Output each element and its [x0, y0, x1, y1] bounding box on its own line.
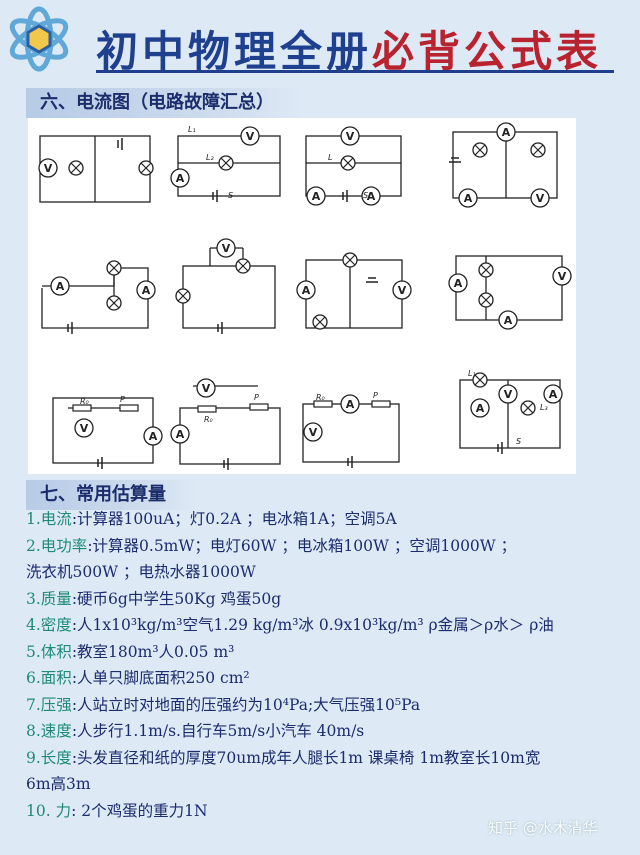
- svg-text:R₀: R₀: [80, 397, 90, 406]
- svg-text:R₀: R₀: [316, 393, 326, 402]
- estimate-number: 10.: [26, 801, 51, 820]
- estimate-row: 8.速度:人步行1.1m/s.自行车5m/s小汽车 40m/s: [26, 718, 626, 745]
- svg-text:L₁: L₁: [468, 369, 476, 378]
- estimate-key: 长度: [40, 748, 72, 767]
- svg-text:A: A: [464, 192, 473, 205]
- svg-text:A: A: [312, 190, 321, 203]
- svg-text:V: V: [504, 388, 513, 401]
- circuit-diagrams: V A V V A A A A V A A V A V A V A V A V …: [38, 122, 572, 470]
- page-title: 初中物理全册必背公式表: [96, 18, 602, 79]
- svg-text:A: A: [56, 280, 65, 293]
- svg-text:V: V: [222, 242, 231, 255]
- svg-text:P: P: [254, 393, 259, 402]
- svg-text:V: V: [398, 284, 407, 297]
- estimate-text: :教室180m³人0.05 m³: [71, 642, 235, 661]
- section-7-heading: 七、常用估算量: [26, 480, 196, 510]
- estimate-number: 7.: [26, 695, 41, 714]
- estimate-text: 6m高3m: [26, 775, 91, 793]
- estimate-key: 密度: [40, 616, 72, 634]
- svg-text:S: S: [228, 191, 233, 200]
- svg-text:A: A: [549, 388, 558, 401]
- estimate-key: 体积: [40, 642, 72, 661]
- svg-text:L₁: L₁: [188, 125, 196, 134]
- estimate-key: 速度: [40, 722, 72, 740]
- svg-text:A: A: [176, 172, 185, 185]
- estimate-key: 电流: [40, 510, 72, 528]
- estimate-row: 3.质量:硬币6g中学生50Kg 鸡蛋50g: [26, 586, 626, 613]
- estimate-text: :硬币6g中学生50Kg 鸡蛋50g: [71, 589, 282, 608]
- svg-text:L₃: L₃: [540, 403, 548, 412]
- estimate-text: 洗衣机500W ；电热水器1000W: [26, 563, 256, 581]
- estimate-text: : 2个鸡蛋的重力1N: [71, 801, 208, 820]
- estimate-row: 洗衣机500W ；电热水器1000W: [26, 559, 626, 586]
- svg-text:V: V: [202, 382, 211, 395]
- estimate-number: 4.: [26, 616, 41, 634]
- title-bar: 初中物理全册必背公式表: [0, 0, 640, 78]
- svg-text:A: A: [176, 428, 185, 441]
- estimate-key: 力: [50, 801, 72, 820]
- atom-logo-icon: [9, 6, 69, 72]
- svg-text:V: V: [44, 162, 53, 175]
- svg-text:V: V: [536, 192, 545, 205]
- svg-text:A: A: [302, 284, 311, 297]
- svg-text:V: V: [80, 422, 89, 435]
- svg-text:A: A: [502, 126, 511, 139]
- estimate-text: :计算器0.5mW；电灯60W ；电冰箱100W ；空调1000W ；: [87, 536, 517, 555]
- svg-text:P: P: [120, 395, 125, 404]
- estimate-row: 1.电流:计算器100uA；灯0.2A ；电冰箱1A；空调5A: [26, 506, 626, 533]
- estimate-key: 面积: [40, 669, 72, 687]
- estimate-text: :人站立时对地面的压强约为10⁴Pa;大气压强10⁵Pa: [71, 695, 421, 714]
- svg-text:A: A: [476, 402, 485, 415]
- estimate-row: 6.面积:人单只脚底面积250 cm²: [26, 665, 626, 692]
- svg-text:A: A: [454, 277, 463, 290]
- svg-text:L₂: L₂: [206, 153, 214, 162]
- estimate-row: 4.密度:人1x10³kg/m³空气1.29 kg/m³冰 0.9x10³kg/…: [26, 612, 626, 639]
- svg-text:A: A: [149, 430, 158, 443]
- estimate-number: 3.: [26, 589, 41, 608]
- estimate-number: 5.: [26, 642, 41, 661]
- svg-text:A: A: [367, 190, 376, 203]
- estimate-row: 9.长度:头发直径和纸的厚度70um成年人腿长1m 课桌椅 1m教室长10m宽: [26, 745, 626, 772]
- circuit-diagrams-panel: V A V V A A A A V A A V A V A V A V A V …: [28, 118, 576, 474]
- title-accent: 必背公式表: [372, 27, 603, 76]
- estimate-row: 6m高3m: [26, 771, 626, 798]
- estimate-key: 质量: [40, 589, 72, 608]
- svg-text:S: S: [363, 191, 368, 200]
- estimate-number: 9.: [26, 748, 41, 767]
- svg-text:S: S: [516, 437, 521, 446]
- estimate-row: 5.体积:教室180m³人0.05 m³: [26, 639, 626, 666]
- section-6-heading: 六、电流图（电路故障汇总）: [26, 88, 304, 118]
- svg-text:V: V: [309, 426, 318, 439]
- estimate-text: :人1x10³kg/m³空气1.29 kg/m³冰 0.9x10³kg/m³ ρ…: [71, 616, 554, 634]
- svg-text:V: V: [558, 270, 567, 283]
- estimate-text: :头发直径和纸的厚度70um成年人腿长1m 课桌椅 1m教室长10m宽: [71, 748, 541, 767]
- svg-text:R₀: R₀: [204, 415, 214, 424]
- svg-text:A: A: [142, 284, 151, 297]
- estimate-number: 8.: [26, 722, 41, 740]
- title-main: 初中物理全册: [96, 27, 373, 76]
- estimate-number: 1.: [26, 510, 41, 528]
- estimate-number: 6.: [26, 669, 41, 687]
- svg-text:V: V: [246, 130, 255, 143]
- estimate-text: :计算器100uA；灯0.2A ；电冰箱1A；空调5A: [71, 510, 397, 528]
- estimate-key: 压强: [40, 695, 72, 714]
- svg-text:A: A: [504, 314, 513, 327]
- estimate-number: 2.: [26, 536, 41, 555]
- estimate-text: :人单只脚底面积250 cm²: [71, 669, 250, 687]
- estimate-key: 电功率: [40, 536, 88, 555]
- estimate-row: 2.电功率:计算器0.5mW；电灯60W ；电冰箱100W ；空调1000W ；: [26, 533, 626, 560]
- estimate-row: 10. 力: 2个鸡蛋的重力1N: [26, 798, 626, 825]
- svg-text:A: A: [346, 398, 355, 411]
- watermark: 知乎 @水木清华: [488, 819, 598, 837]
- estimate-text: :人步行1.1m/s.自行车5m/s小汽车 40m/s: [71, 722, 365, 740]
- estimate-row: 7.压强:人站立时对地面的压强约为10⁴Pa;大气压强10⁵Pa: [26, 692, 626, 719]
- svg-text:P: P: [373, 391, 378, 400]
- svg-text:L: L: [328, 153, 332, 162]
- svg-text:V: V: [346, 130, 355, 143]
- title-underline: [96, 70, 614, 73]
